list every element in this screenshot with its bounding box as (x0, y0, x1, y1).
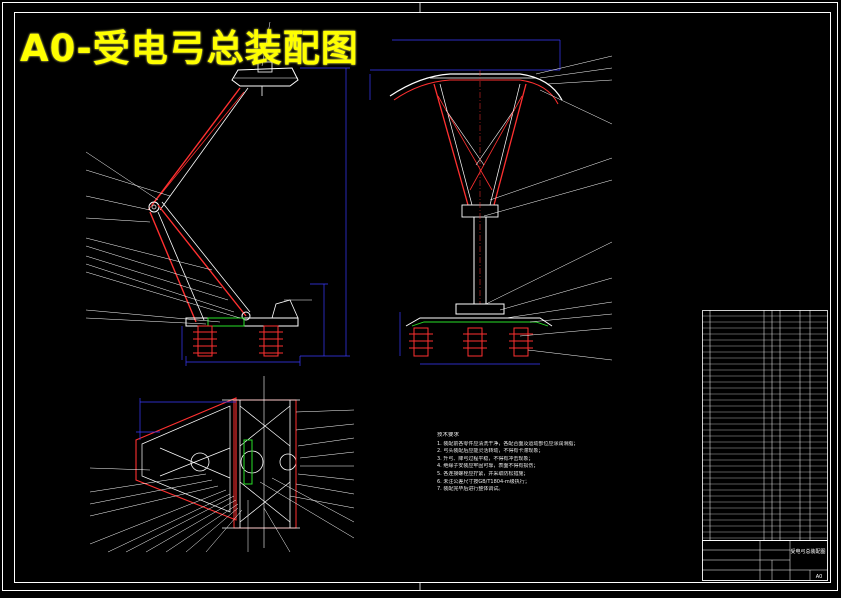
notes-line: 2. 弓头装配后应能灵活转动，不得有卡滞现象； (437, 448, 544, 455)
outer-frame (2, 2, 838, 591)
parts-list (702, 310, 828, 541)
notes-line: 6. 未注公差尺寸按GB/T1804-m级执行； (437, 478, 530, 485)
notes-line: 3. 升弓、降弓过程平稳，不得有冲击现象； (437, 455, 534, 462)
inner-frame (14, 12, 831, 583)
notes-heading: 技术要求 (437, 432, 460, 438)
notes-line: 7. 装配完毕后进行整体调试。 (437, 486, 504, 493)
parts-list-rows (702, 315, 828, 539)
title-block-sheet: A0 (816, 574, 823, 580)
technical-notes: 技术要求 1. 装配前各零件应清洗干净，各配合面及运动部位应涂润滑脂； 2. 弓… (437, 432, 677, 494)
plan-view (135, 376, 300, 548)
title-block (702, 540, 828, 581)
notes-line: 1. 装配前各零件应清洗干净，各配合面及运动部位应涂润滑脂； (437, 440, 579, 447)
drawing-title: A0-受电弓总装配图 (20, 27, 359, 70)
leader-lines (85, 21, 613, 553)
notes-line: 4. 绝缘子安装应牢固可靠，表面不得有损伤； (437, 463, 539, 470)
title-block-name: 受电弓总装配图 (790, 548, 825, 555)
front-view (369, 39, 563, 365)
side-view (147, 61, 350, 366)
notes-line: 5. 各连接螺栓应拧紧，并采取防松措施； (437, 470, 529, 477)
